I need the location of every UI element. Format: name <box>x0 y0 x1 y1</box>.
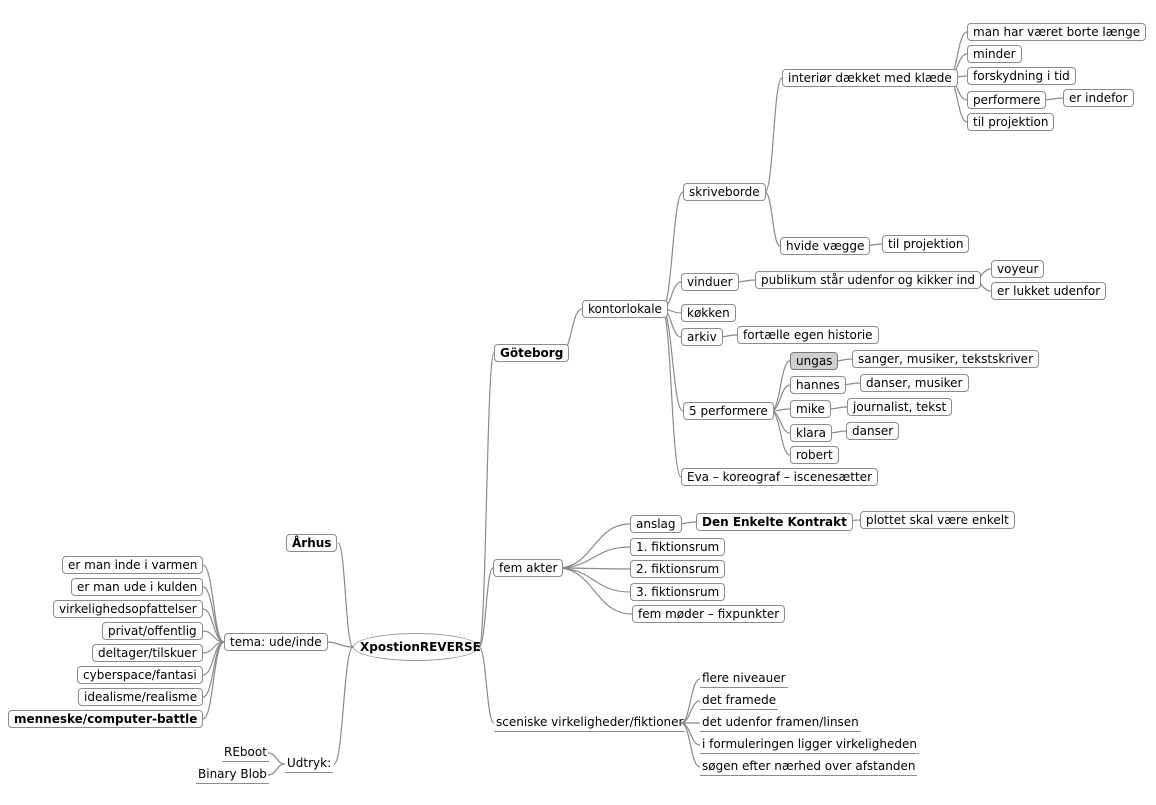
node-tema-item[interactable]: virkelighedsopfattelser <box>53 600 203 618</box>
node-tema-item[interactable]: privat/offentlig <box>102 622 203 640</box>
node-eva[interactable]: Eva – koreograf – iscenesætter <box>681 468 878 486</box>
connector-line <box>556 523 631 569</box>
connector-line <box>680 700 701 724</box>
node-hvide-vaegge[interactable]: hvide vægge <box>780 237 871 255</box>
connector-line <box>770 410 791 434</box>
node-udtryk-item[interactable]: REboot <box>222 744 269 762</box>
node-sceniske-item[interactable]: i formuleringen ligger virkeligheden <box>700 736 919 754</box>
node-tema-item-bold[interactable]: menneske/computer-battle <box>8 710 204 728</box>
node-udtryk-item[interactable]: Binary Blob <box>196 766 269 784</box>
node-arkiv[interactable]: arkiv <box>681 328 723 346</box>
connector-line <box>202 641 225 698</box>
node-kontrakt[interactable]: Den Enkelte Kontrakt <box>696 513 853 531</box>
node-tema[interactable]: tema: ude/inde <box>224 633 328 651</box>
connector-line <box>333 646 354 765</box>
node-interior[interactable]: interiør dækket med klæde <box>782 69 958 87</box>
node-sceniske[interactable]: sceniske virkeligheder/fiktioner <box>494 714 686 732</box>
node-fem-akter[interactable]: fem akter <box>493 559 564 577</box>
node-fiktionsrum[interactable]: 2. fiktionsrum <box>630 560 726 578</box>
connector-line <box>202 608 225 643</box>
node-tema-item[interactable]: deltager/tilskuer <box>92 644 203 662</box>
connector-line <box>202 564 225 643</box>
node-tema-item[interactable]: idealisme/realisme <box>78 688 204 706</box>
connector-line <box>478 567 494 648</box>
node-performer[interactable]: ungas <box>790 352 839 370</box>
connector-line <box>478 352 495 648</box>
node-kokken[interactable]: køkken <box>681 304 736 322</box>
connector-line <box>267 763 286 776</box>
node-sceniske-item[interactable]: det udenfor framen/linsen <box>700 714 861 732</box>
node-er-indefor[interactable]: er indefor <box>1063 89 1134 107</box>
connector-line <box>764 77 783 193</box>
node-fortaelle[interactable]: fortælle egen historie <box>737 326 879 344</box>
connector-line <box>337 542 354 648</box>
node-5-performere[interactable]: 5 performere <box>683 402 774 420</box>
node-performer-desc[interactable]: danser, musiker <box>860 374 969 392</box>
node-interior-child[interactable]: til projektion <box>967 113 1055 131</box>
node-interior-child[interactable]: minder <box>967 45 1022 63</box>
node-sceniske-item[interactable]: flere niveauer <box>700 670 788 688</box>
connector-line <box>764 191 781 247</box>
node-plottet[interactable]: plottet skal være enkelt <box>860 511 1015 529</box>
node-goteborg[interactable]: Göteborg <box>494 344 570 362</box>
node-skriveborde[interactable]: skriveborde <box>683 183 766 201</box>
connector-line <box>478 646 495 724</box>
node-sceniske-item[interactable]: søgen efter nærhed over afstanden <box>700 758 918 776</box>
node-vinduer[interactable]: vinduer <box>681 273 739 291</box>
connector-line <box>770 410 791 456</box>
node-performer[interactable]: robert <box>790 446 839 464</box>
connector-line <box>680 678 701 724</box>
node-voyeur[interactable]: voyeur <box>991 260 1045 278</box>
node-arhus[interactable]: Århus <box>286 534 338 552</box>
connector-line <box>680 722 701 768</box>
connector-line <box>556 567 633 615</box>
connector-line <box>556 567 631 593</box>
connector-line <box>325 641 354 648</box>
node-sceniske-item[interactable]: det framede <box>700 692 779 710</box>
node-tema-item[interactable]: er man inde i varmen <box>62 556 204 574</box>
root-node[interactable]: XpostionREVERSE <box>353 633 481 661</box>
connector-line <box>661 308 682 478</box>
node-performer[interactable]: hannes <box>790 376 846 394</box>
node-tema-item[interactable]: cyberspace/fantasi <box>77 666 203 684</box>
node-anslag[interactable]: anslag <box>630 515 682 533</box>
node-fiktionsrum[interactable]: 1. fiktionsrum <box>630 538 726 556</box>
node-udtryk[interactable]: Udtryk: <box>285 755 334 773</box>
connector-line <box>267 752 286 765</box>
node-interior-child[interactable]: forskydning i tid <box>967 67 1076 85</box>
node-interior-child[interactable]: man har været borte længe <box>967 23 1147 41</box>
node-kontorlokale[interactable]: kontorlokale <box>582 300 668 318</box>
node-performer-desc[interactable]: sanger, musiker, tekstskriver <box>852 350 1040 368</box>
node-er-lukket[interactable]: er lukket udenfor <box>991 282 1107 300</box>
node-hvide-til-projektion[interactable]: til projektion <box>882 235 970 253</box>
node-performer[interactable]: mike <box>790 400 831 418</box>
connector-line <box>202 586 225 643</box>
node-performer[interactable]: klara <box>790 424 832 442</box>
node-tema-item[interactable]: er man ude i kulden <box>71 578 204 596</box>
connector-line <box>202 641 225 720</box>
node-fem-moder[interactable]: fem møder – fixpunkter <box>632 605 786 623</box>
node-performer-desc[interactable]: journalist, tekst <box>847 398 953 416</box>
node-fiktionsrum[interactable]: 3. fiktionsrum <box>630 583 726 601</box>
node-interior-child[interactable]: performere <box>967 91 1047 109</box>
node-publikum[interactable]: publikum står udenfor og kikker ind <box>755 271 981 289</box>
node-performer-desc[interactable]: danser <box>846 422 900 440</box>
connector-line <box>556 546 631 569</box>
